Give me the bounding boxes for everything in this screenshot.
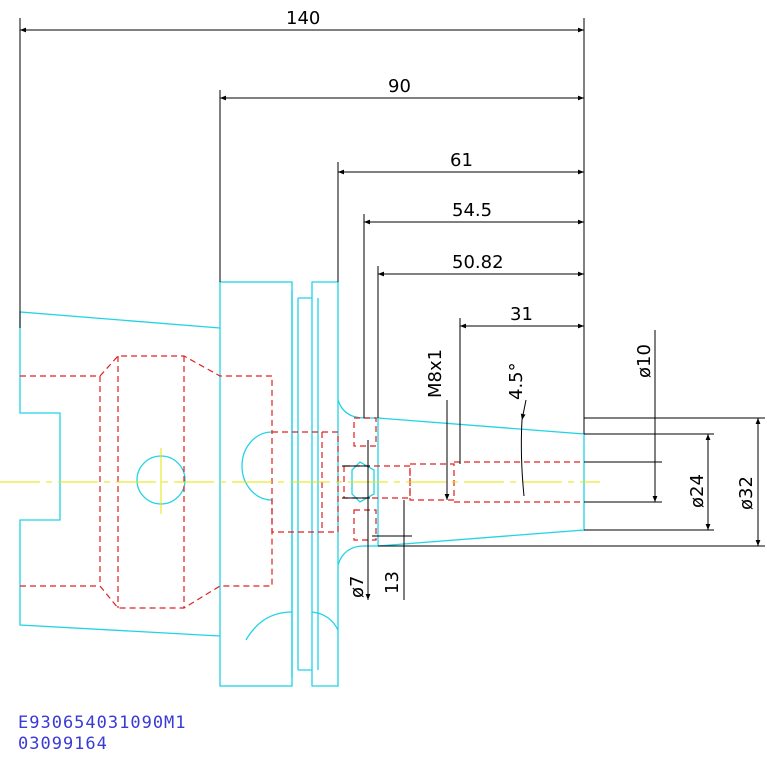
angle-4-5: 4.5° <box>506 362 527 400</box>
diameter-10: ø10 <box>634 344 655 378</box>
part-number: 03099164 <box>18 734 108 754</box>
dim-90: 90 <box>388 76 411 97</box>
tool-holder-outline <box>19 281 585 687</box>
dimension-labels: 140 90 61 54.5 50.82 31 M8x1 4.5° ø10 ø2… <box>286 8 757 598</box>
part-code: E930654031090M1 <box>18 713 187 733</box>
dimension-lines <box>19 18 765 600</box>
diameter-7: ø7 <box>347 576 368 598</box>
dim-31: 31 <box>510 304 533 325</box>
dim-140: 140 <box>286 8 320 29</box>
diameter-24: ø24 <box>687 474 708 508</box>
center-line <box>0 448 600 514</box>
dim-13: 13 <box>382 571 403 594</box>
diameter-32: ø32 <box>736 476 757 510</box>
thread-m8x1: M8x1 <box>425 349 446 398</box>
dim-50-82: 50.82 <box>452 252 504 273</box>
dim-54-5: 54.5 <box>452 200 492 221</box>
dim-61: 61 <box>450 150 473 171</box>
